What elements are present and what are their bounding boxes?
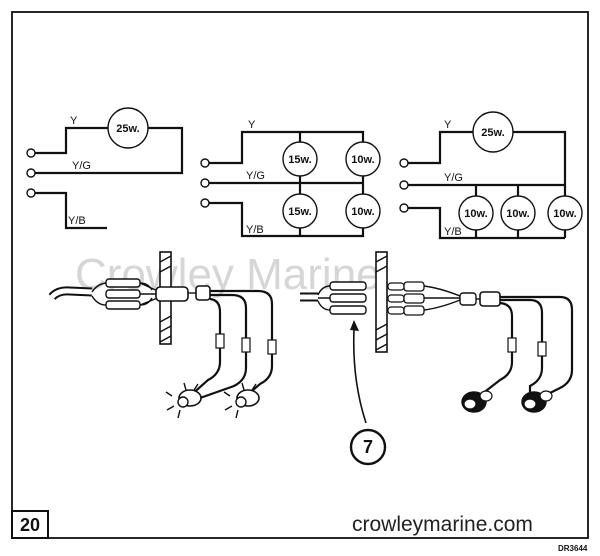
terminal-y bbox=[399, 158, 409, 168]
figure-number: 20 bbox=[20, 515, 40, 535]
figure-number-box bbox=[11, 510, 49, 539]
terminal-y bbox=[26, 148, 36, 158]
terminal-yg bbox=[26, 168, 36, 178]
schematic-1: 25w. Y Y/G Y/B bbox=[26, 107, 184, 230]
pin-connector bbox=[403, 293, 425, 304]
lamp-label: 10w. bbox=[351, 206, 374, 218]
callout-arrowhead bbox=[350, 320, 359, 331]
lamp-label: 10w. bbox=[351, 154, 374, 166]
wire-run-1 bbox=[500, 295, 574, 399]
lamp-25w bbox=[472, 111, 514, 153]
terminal-yg bbox=[399, 180, 409, 190]
connector bbox=[195, 285, 211, 301]
lamp-socket-left bbox=[165, 382, 202, 419]
lamp-socket-right bbox=[223, 382, 260, 419]
wire-y-right bbox=[513, 130, 567, 185]
wire-y bbox=[408, 130, 473, 165]
wire-run-3 bbox=[189, 297, 222, 397]
wire-label-yg: Y/G bbox=[444, 172, 463, 184]
wire-label-y: Y bbox=[248, 119, 256, 131]
wire-run-3 bbox=[481, 301, 514, 395]
harness-right bbox=[300, 251, 574, 413]
bulkhead-panel bbox=[375, 251, 388, 353]
terminal-y bbox=[200, 158, 210, 168]
lamp-10w-bottom bbox=[345, 193, 381, 229]
callout-number: 7 bbox=[363, 437, 373, 457]
wire-run-4 bbox=[245, 345, 274, 397]
sleeve-top bbox=[329, 281, 367, 291]
schematic-3: 25w. 10w. 10w. 10w. Y Y/G Y/B bbox=[399, 111, 583, 240]
connector bbox=[459, 292, 477, 306]
lamp-25w bbox=[107, 107, 149, 149]
harness-left bbox=[48, 251, 277, 419]
callout-7: 7 bbox=[349, 320, 387, 466]
lamp-label: 10w. bbox=[553, 208, 576, 220]
grommet bbox=[155, 286, 189, 302]
wire-label-y: Y bbox=[444, 119, 452, 131]
sleeve-bottom bbox=[329, 305, 367, 315]
lamp-label: 25w. bbox=[116, 123, 139, 135]
lamp-15w-bottom bbox=[282, 193, 318, 229]
connector bbox=[479, 291, 501, 307]
lamp-label: 15w. bbox=[288, 154, 311, 166]
wire-label-yb: Y/B bbox=[246, 224, 264, 236]
sleeve-mid bbox=[105, 289, 141, 299]
wire-label-yb: Y/B bbox=[444, 226, 462, 238]
website-text: crowleymarine.com bbox=[352, 513, 533, 536]
wire-label-yg: Y/G bbox=[246, 170, 265, 182]
wire-label-y: Y bbox=[70, 115, 78, 127]
lamp-socket-right bbox=[521, 390, 553, 413]
terminal-yg bbox=[200, 178, 210, 188]
lamp-label: 25w. bbox=[481, 127, 504, 139]
callout-circle bbox=[349, 428, 387, 466]
figure-border bbox=[11, 11, 589, 539]
sleeve-mid bbox=[329, 293, 367, 303]
lamp-label: 15w. bbox=[288, 206, 311, 218]
wire-y bbox=[35, 126, 108, 155]
wire-label-yg: Y/G bbox=[72, 160, 91, 172]
bulkhead-hatch bbox=[375, 255, 388, 351]
lamp-label: 10w. bbox=[464, 208, 487, 220]
lamp-10w-a bbox=[458, 195, 494, 231]
callout-leader bbox=[352, 329, 367, 424]
terminal-yb bbox=[399, 203, 409, 213]
wire-label-yb: Y/B bbox=[68, 215, 86, 227]
lamp-15w-top bbox=[282, 141, 318, 177]
bulkhead-hatch bbox=[159, 255, 172, 343]
drawing-code: DR3644 bbox=[558, 544, 588, 553]
lamp-10w-top bbox=[345, 141, 381, 177]
lamp-10w-b bbox=[500, 195, 536, 231]
schematic-2: 15w. 10w. 15w. 10w. Y Y/G Y/B bbox=[200, 119, 381, 238]
pin-connector bbox=[403, 305, 425, 316]
terminal-yb bbox=[200, 198, 210, 208]
wire-yg-return bbox=[35, 126, 184, 175]
wire-yb bbox=[408, 206, 565, 240]
lamp-10w-c bbox=[547, 195, 583, 231]
pin-connector bbox=[403, 281, 425, 292]
lamp-socket-left bbox=[461, 390, 493, 413]
lamp-label: 10w. bbox=[506, 208, 529, 220]
wire-yb bbox=[35, 191, 107, 230]
wire-run-2 bbox=[500, 298, 544, 368]
wire-run-1 bbox=[210, 289, 274, 345]
terminal-yb bbox=[26, 188, 36, 198]
